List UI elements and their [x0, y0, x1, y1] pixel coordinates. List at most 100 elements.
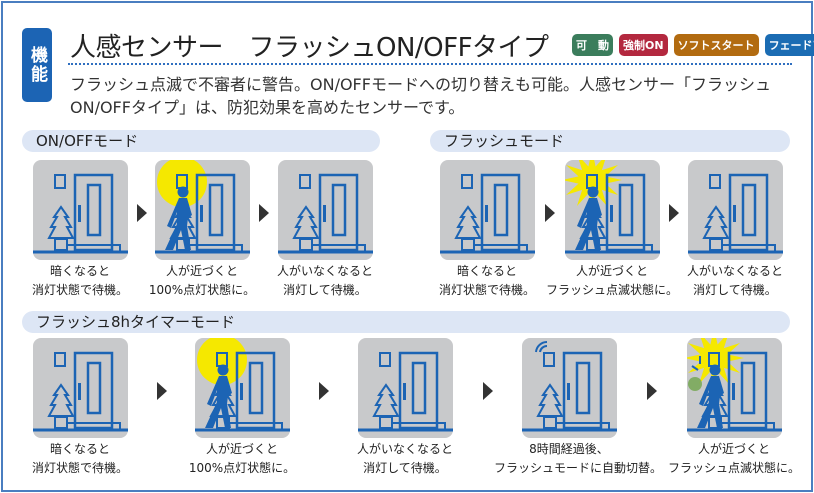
- tag-fade-out: フェードアウト: [764, 34, 814, 56]
- scene-shape: [480, 173, 521, 252]
- step-caption: 人がいなくなると 消灯して待機。: [276, 264, 373, 297]
- lamp-icon: [299, 174, 311, 189]
- next-step-arrow-icon: [669, 204, 679, 222]
- light-glow: [197, 335, 247, 385]
- scene-shape: [73, 173, 114, 252]
- scene-illustration: [278, 160, 373, 260]
- door-icon: [73, 351, 114, 430]
- next-step-arrow-icon: [156, 382, 167, 400]
- scene-shape: [709, 174, 721, 189]
- scene-shape: [78, 383, 81, 400]
- scene-shape: [610, 205, 613, 222]
- scene-shape: [728, 173, 769, 252]
- scene-illustration: [562, 150, 660, 260]
- door-icon: [728, 173, 769, 252]
- step-caption: 暗くなると 消灯状態で待機。: [31, 264, 128, 297]
- scene-shape: [709, 364, 721, 376]
- scene-shape: [195, 173, 236, 252]
- scene-panel-on: [155, 157, 250, 260]
- scene-panel-off: [688, 160, 783, 260]
- tag-soft-start: ソフトスタート: [673, 34, 759, 56]
- scene-illustration: [195, 335, 290, 438]
- door-icon: [73, 173, 114, 252]
- scene-shape: [605, 173, 646, 252]
- scene-shape: [248, 361, 264, 415]
- person-icon: [697, 364, 724, 428]
- step-caption: 暗くなると 消灯状態で待機。: [31, 442, 128, 475]
- next-step-arrow-icon: [647, 382, 657, 400]
- door-icon: [398, 351, 439, 430]
- section-onoff-mode: ON/OFFモード: [22, 130, 380, 152]
- lamp-icon: [543, 352, 555, 367]
- scene-shape: [461, 174, 473, 189]
- scene-shape: [575, 361, 591, 415]
- lamp-icon: [54, 352, 66, 367]
- scene-shape: [562, 351, 603, 430]
- scene-shape: [732, 383, 735, 400]
- scene-shape: [318, 173, 359, 252]
- flash-burst: [562, 150, 622, 210]
- scene-shape: [379, 352, 391, 367]
- scene-shape: [78, 205, 81, 222]
- step-caption: 人がいなくなると 消灯して待機。: [356, 442, 453, 475]
- door-icon: [195, 173, 236, 252]
- scene-shape: [411, 361, 427, 415]
- scene-shape: [86, 183, 102, 237]
- section-flash-8h-timer-mode: フラッシュ8hタイマーモード: [22, 311, 790, 333]
- scene-shape: [398, 351, 439, 430]
- step-caption: 人が近づくと フラッシュ点滅状態に。: [545, 264, 678, 297]
- function-badge: 機能: [22, 28, 52, 102]
- scene-illustration: [155, 157, 250, 260]
- lamp-icon: [379, 352, 391, 367]
- person-icon: [205, 364, 232, 428]
- scene-shape: [741, 183, 757, 237]
- step-caption: 8時間経過後、 フラッシュモードに自動切替。: [494, 442, 663, 475]
- scene-shape: [54, 352, 66, 367]
- scene-shape: [165, 198, 192, 250]
- person-icon: [575, 186, 602, 250]
- lamp-icon: [54, 174, 66, 189]
- scene-shape: [493, 183, 509, 237]
- scene-shape: [86, 361, 102, 415]
- scene-shape: [54, 174, 66, 189]
- scene-shape: [177, 186, 189, 198]
- description: フラッシュ点滅で不審者に警告。ON/OFFモードへの切り替えも可能。人感センサー…: [70, 75, 771, 117]
- door-icon: [480, 173, 521, 252]
- scene-panel-on: [195, 335, 290, 438]
- scene-shape: [240, 383, 243, 400]
- scene-shape: [331, 183, 347, 237]
- scene-shape: [691, 365, 699, 371]
- scene-shape: [543, 352, 555, 367]
- scene-shape: [539, 344, 548, 353]
- flash-burst: [684, 328, 744, 388]
- scene-panel-off: [440, 160, 535, 260]
- light-glow: [157, 157, 207, 207]
- scene-illustration: [33, 338, 128, 438]
- scene-panel-off: [278, 160, 373, 260]
- door-icon: [318, 173, 359, 252]
- scene-shape: [217, 364, 229, 376]
- scene-shape: [740, 361, 756, 415]
- scene-shape: [403, 383, 406, 400]
- step-caption: 暗くなると 消灯状態で待機。: [438, 264, 535, 297]
- scene-shape: [535, 340, 548, 353]
- door-icon: [562, 351, 603, 430]
- next-step-arrow-icon: [545, 204, 555, 222]
- signal-icon: [535, 340, 548, 353]
- dotted-divider: [68, 63, 792, 65]
- scene-panel-flash: [562, 150, 660, 260]
- scene-panel-off: [33, 160, 128, 260]
- scene-illustration: [688, 160, 783, 260]
- next-step-arrow-icon: [482, 382, 493, 400]
- feature-tags: 可 動 強制ON ソフトスタート フェードアウト: [572, 34, 814, 56]
- scene-illustration: [684, 328, 782, 438]
- scene-shape: [697, 376, 724, 428]
- alert-marks: [691, 356, 701, 371]
- tag-movable: 可 動: [572, 34, 613, 56]
- page-title: 人感センサー フラッシュON/OFFタイプ: [70, 33, 549, 63]
- step-caption: 人が近づくと 100%点灯状態に。: [188, 442, 296, 475]
- step-caption: 人が近づくと フラッシュ点滅状態に。: [667, 442, 800, 475]
- door-icon: [605, 173, 646, 252]
- scene-illustration: [33, 160, 128, 260]
